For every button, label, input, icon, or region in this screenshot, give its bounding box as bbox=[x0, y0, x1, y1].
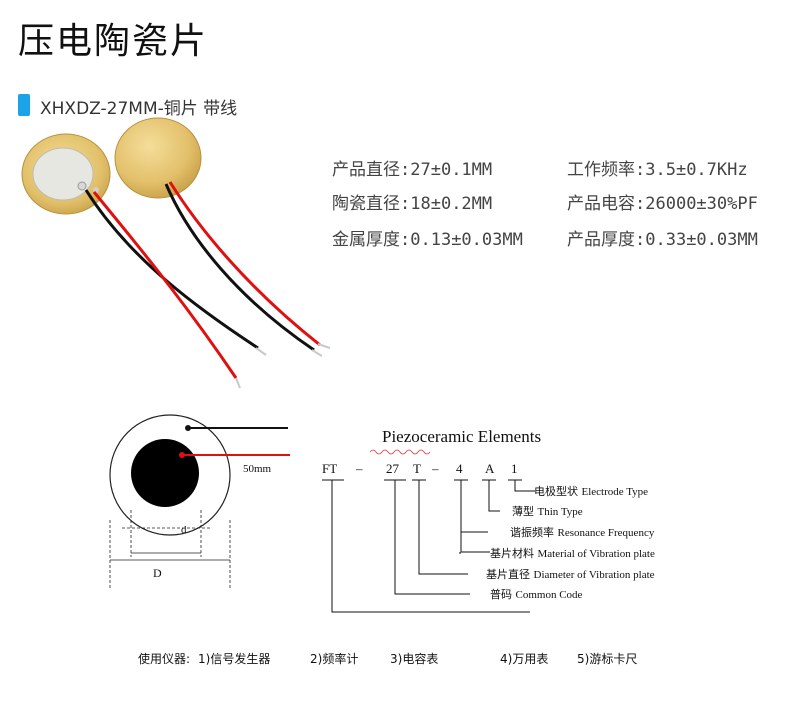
spec-value: 3.5±0.7KHz bbox=[645, 160, 748, 180]
spec-label: 工作频率: bbox=[567, 160, 646, 180]
usage-item-1: 1)信号发生器 bbox=[198, 652, 271, 666]
spec-product-diameter: 产品直径:27±0.1MM bbox=[332, 155, 492, 180]
code-27: 27 bbox=[386, 461, 399, 476]
annotation-material: 基片材料 Material of Vibration plate bbox=[490, 547, 655, 560]
code-dash-2: – bbox=[432, 461, 439, 476]
spec-label: 陶瓷直径: bbox=[332, 194, 411, 214]
spec-value: 0.33±0.03MM bbox=[645, 230, 758, 250]
diagram-title: Piezoceramic Elements bbox=[382, 427, 542, 446]
ceramic-disc bbox=[131, 439, 199, 507]
code-ft: FT bbox=[322, 461, 338, 476]
spec-value: 18±0.2MM bbox=[410, 194, 493, 214]
spec-product-thickness: 产品厚度:0.33±0.03MM bbox=[567, 225, 758, 250]
page-title: 压电陶瓷片 bbox=[18, 21, 209, 62]
spec-label: 产品直径: bbox=[332, 160, 411, 180]
spec-metal-thickness: 金属厚度:0.13±0.03MM bbox=[332, 225, 523, 250]
disc-front bbox=[21, 133, 267, 389]
annotation-electrode-type: 电极型状 Electrode Type bbox=[534, 485, 649, 498]
section-marker bbox=[18, 94, 30, 116]
code-a: A bbox=[485, 461, 495, 476]
element-drawing bbox=[109, 414, 290, 588]
title-underline bbox=[370, 449, 430, 455]
disc-back bbox=[114, 117, 331, 357]
annotation-resonance-frequency: 谐振频率 Resonance Frequency bbox=[510, 526, 655, 539]
annotation-diameter: 基片直径 Diameter of Vibration plate bbox=[486, 568, 655, 581]
annotation-common-code: 普码 Common Code bbox=[490, 588, 583, 601]
code-t: T bbox=[413, 461, 421, 476]
usage-prefix: 使用仪器: bbox=[138, 652, 191, 666]
spec-value: 26000±30%PF bbox=[645, 194, 758, 214]
spec-label: 产品厚度: bbox=[567, 230, 646, 250]
product-subtitle: XHXDZ-27MM-铜片 带线 bbox=[40, 99, 238, 119]
code-leader-lines bbox=[322, 479, 535, 613]
wire-length-label: 50mm bbox=[243, 463, 272, 475]
spec-value: 27±0.1MM bbox=[410, 160, 493, 180]
D-label: D bbox=[153, 566, 162, 580]
usage-item-4: 4)万用表 bbox=[500, 652, 549, 666]
usage-item-2: 2)频率计 bbox=[310, 652, 359, 666]
usage-item-5: 5)游标卡尺 bbox=[577, 652, 638, 666]
usage-item-3: 3)电容表 bbox=[390, 652, 439, 666]
spec-label: 金属厚度: bbox=[332, 230, 411, 250]
spec-value: 0.13±0.03MM bbox=[410, 230, 523, 250]
spec-capacitance: 产品电容:26000±30%PF bbox=[567, 189, 758, 214]
code-4: 4 bbox=[456, 461, 463, 476]
code-dash-1: – bbox=[356, 461, 363, 476]
d-label: d bbox=[181, 524, 187, 536]
annotation-thin-type: 薄型 Thin Type bbox=[512, 505, 583, 518]
spec-label: 产品电容: bbox=[567, 194, 646, 214]
spec-ceramic-diameter: 陶瓷直径:18±0.2MM bbox=[332, 189, 492, 214]
code-1: 1 bbox=[511, 461, 518, 476]
product-photo bbox=[21, 117, 331, 389]
spec-working-frequency: 工作频率:3.5±0.7KHz bbox=[567, 155, 748, 180]
